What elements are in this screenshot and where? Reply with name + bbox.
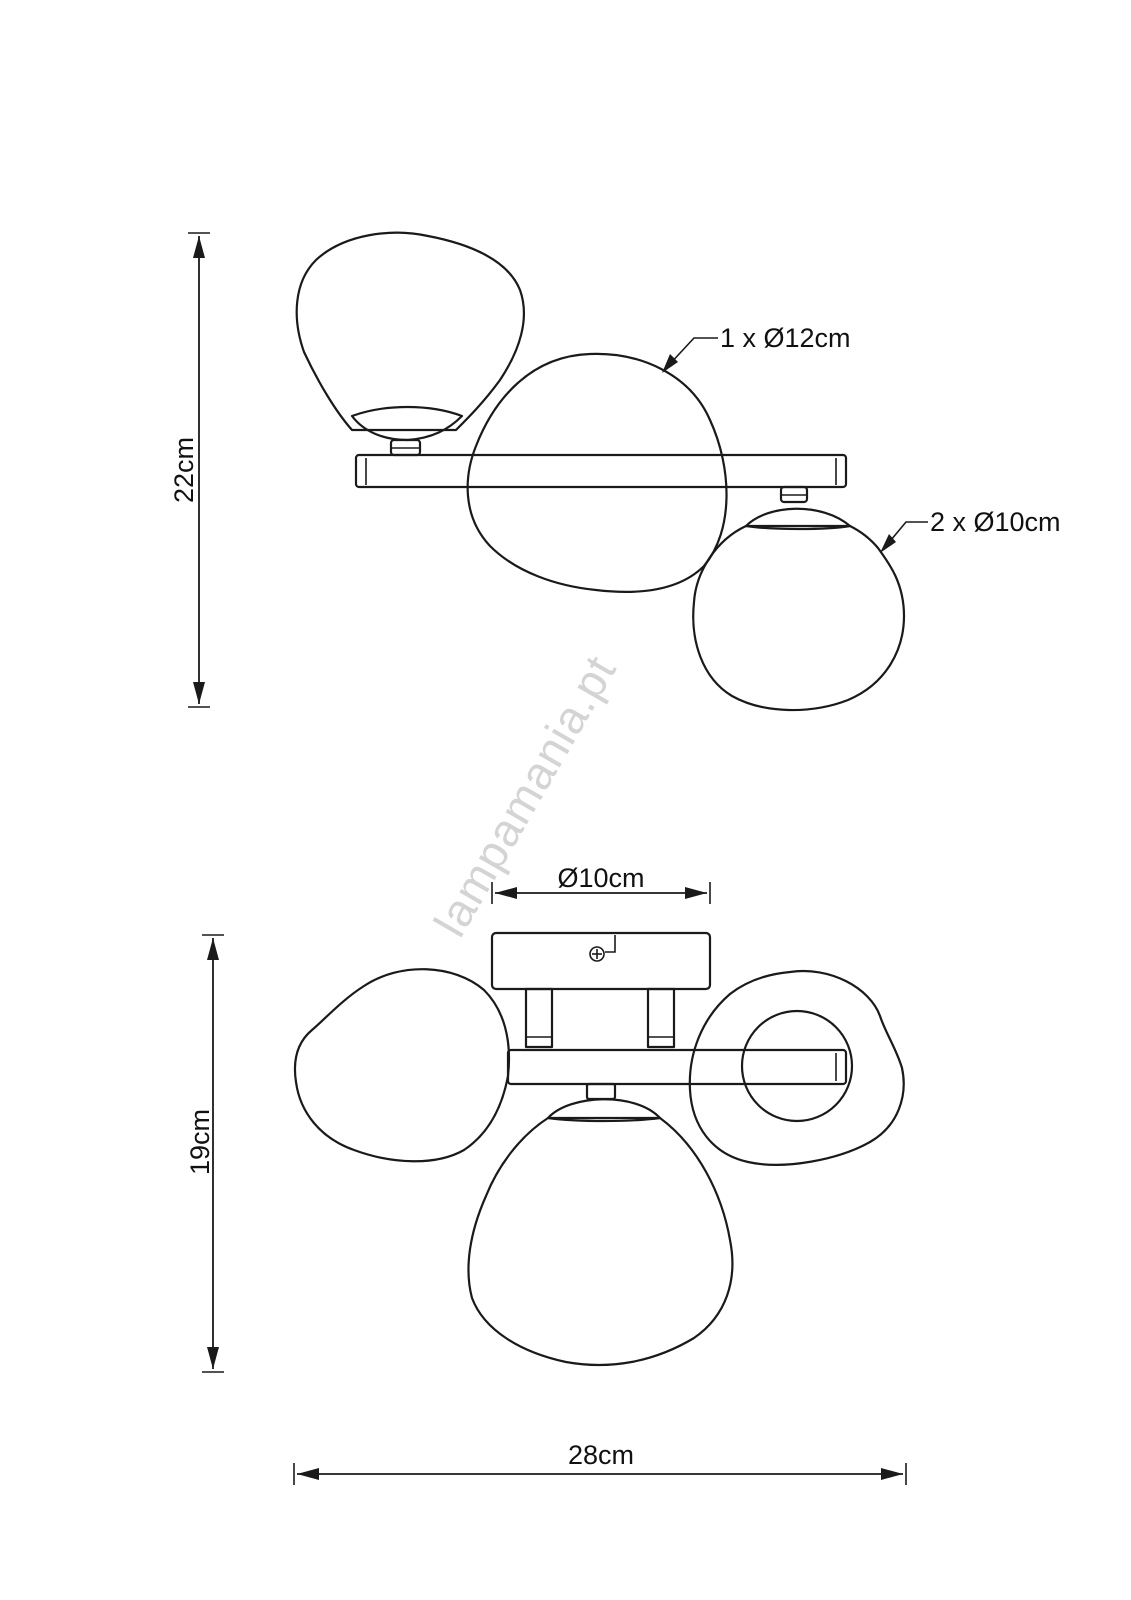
canopy-dimension: Ø10cm [491,863,711,904]
side-shade-center [466,352,728,593]
height-dimension-19: 19cm [185,934,224,1373]
leader-small-shade: 2 x Ø10cm [880,507,1061,553]
large-shade-label: 1 x Ø12cm [720,323,851,353]
top-shade-center [467,1082,734,1367]
canopy-label: Ø10cm [557,863,644,893]
top-shade-right-opening [740,1009,854,1123]
side-shade-right [692,485,906,712]
mounting-posts [524,987,676,1049]
top-shade-right [688,969,905,1166]
watermark: lampamania.pt [424,646,626,945]
small-shade-label: 2 x Ø10cm [930,507,1061,537]
screw-icon [589,946,605,962]
leader-large-shade: 1 x Ø12cm [662,323,851,373]
width-label-28cm: 28cm [568,1440,634,1470]
top-view: Ø10cm [185,863,907,1485]
height-label-22cm: 22cm [169,437,199,503]
width-dimension-28: 28cm [293,1440,907,1485]
canopy-plate [490,931,712,991]
side-view: 22cm 1 x Ø12cm [169,231,1061,712]
height-dimension-22: 22cm [169,232,210,708]
top-rod [506,1048,848,1086]
side-rod [354,453,848,489]
side-shade-left [295,231,525,457]
height-label-19cm: 19cm [185,1109,215,1175]
top-shade-left [293,968,511,1163]
